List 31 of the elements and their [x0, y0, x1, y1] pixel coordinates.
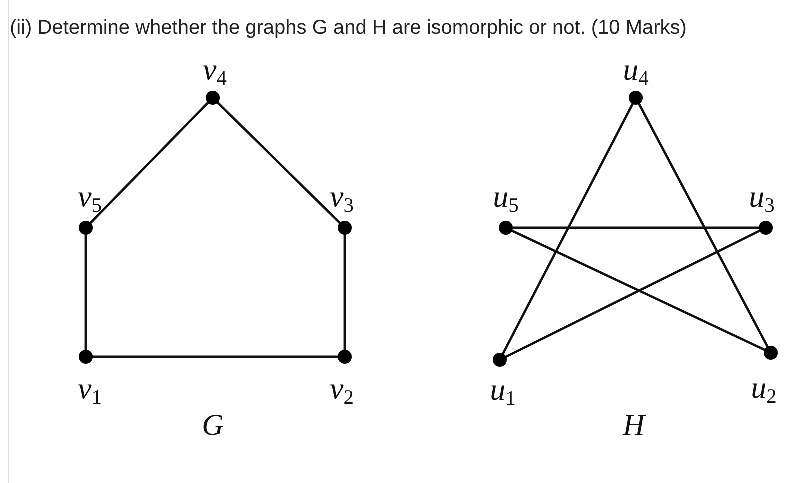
edge-line	[512, 226, 760, 230]
edge-line	[92, 356, 340, 358]
vertex-dot	[338, 350, 352, 364]
graph-name: G	[202, 411, 224, 441]
vertex-label: u$_{3}$	[749, 182, 775, 212]
vertex-label: v$_{4}$	[203, 55, 227, 85]
vertex-label: u$_{5}$	[493, 182, 519, 212]
vertex-label: v$_{3}$	[330, 182, 354, 212]
edge-line	[216, 102, 342, 224]
vertex-dot	[499, 221, 513, 235]
vertex-dot	[338, 221, 352, 235]
vertex-dot	[493, 353, 507, 367]
vertex-label: u$_{2}$	[751, 373, 777, 403]
vertex-label: v$_{2}$	[330, 374, 354, 404]
title: (ii) Determine whether the graphs G and H are isomorphic or not. (10 Marks)	[10, 16, 687, 40]
edge-line	[638, 103, 769, 348]
vertex-dot	[629, 91, 643, 105]
vertex-label: v$_{5}$	[78, 182, 102, 212]
edge-line	[502, 103, 634, 355]
vertex-dot	[79, 221, 93, 235]
edge-line	[84, 234, 88, 352]
vertex-label: u$_{1}$	[490, 375, 516, 405]
vertex-label: u$_{4}$	[623, 55, 649, 85]
vertex-dot	[79, 350, 93, 364]
edge-line	[90, 102, 210, 224]
vertex-label: v$_{1}$	[78, 374, 102, 404]
graph-name: H	[623, 411, 645, 441]
vertex-dot	[206, 91, 220, 105]
vertex-dot	[764, 346, 778, 360]
vertex-dot	[759, 221, 773, 235]
edge-line	[344, 234, 346, 352]
